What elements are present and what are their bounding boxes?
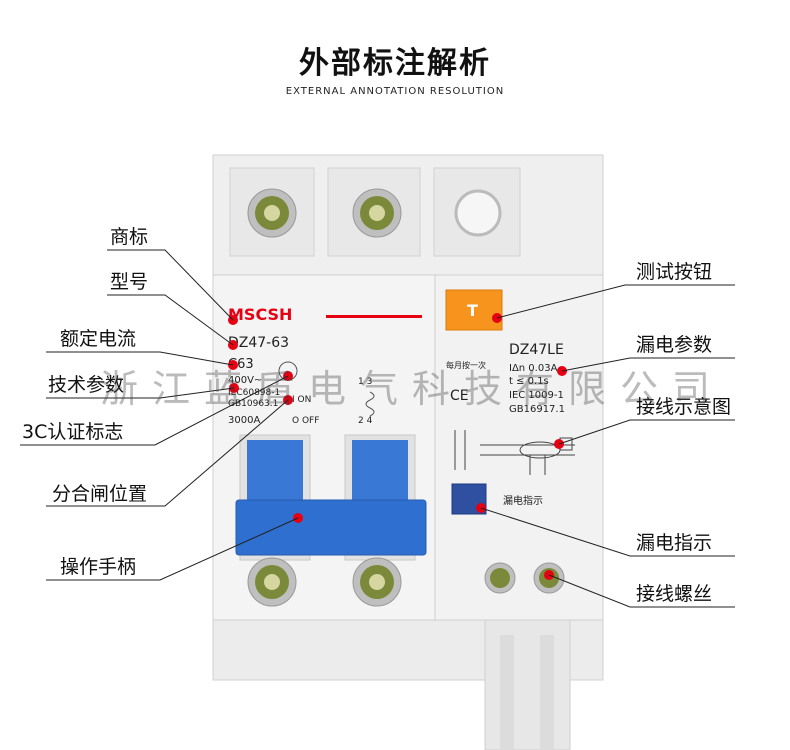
label-tech-params: 技术参数: [48, 374, 125, 396]
rcd-standard-1-text: IEC 1009-1: [509, 390, 564, 401]
rcd-model-text: DZ47LE: [509, 342, 564, 358]
label-test-button: 测试按钮: [636, 261, 713, 283]
rcd-time-text: t ≤ 0.1s: [509, 376, 549, 387]
terminal-screw-top-1: [247, 188, 297, 238]
label-switch-position: 分合闸位置: [52, 483, 148, 505]
off-text: O OFF: [292, 416, 319, 426]
terminal-screw-top-2: [352, 188, 402, 238]
test-button-label: T: [467, 301, 478, 320]
voltage-text: 400V~: [228, 375, 262, 386]
operating-handle[interactable]: [235, 499, 427, 556]
page-title: 外部标注解析: [299, 46, 491, 81]
wiring-diagram: [454, 430, 575, 475]
label-wiring-diagram: 接线示意图: [636, 396, 732, 418]
label-leakage-params: 漏电参数: [636, 334, 713, 356]
label-leakage-indicator: 漏电指示: [636, 532, 713, 554]
page-subtitle: EXTERNAL ANNOTATION RESOLUTION: [285, 86, 505, 97]
terminals-bottom-text: 2 4: [358, 416, 373, 426]
terminal-screw-bottom-3: [484, 562, 516, 594]
indicator-text: 漏电指示: [503, 494, 543, 507]
label-terminal-screw: 接线螺丝: [636, 583, 713, 605]
label-3c-cert: 3C认证标志: [22, 421, 124, 443]
label-model: 型号: [110, 271, 149, 293]
label-trademark: 商标: [110, 226, 149, 248]
label-handle: 操作手柄: [60, 556, 137, 578]
standard-2-text: GB10963.1: [228, 399, 278, 409]
model-text: DZ47-63: [228, 335, 289, 351]
terminal-screw-bottom-2: [352, 557, 402, 607]
monthly-test-text: 每月按一次: [446, 360, 486, 370]
rcd-standard-2-text: GB16917.1: [509, 404, 565, 415]
terminals-top-text: 1 3: [358, 377, 372, 387]
standard-1-text: IEC60898-1: [228, 388, 280, 398]
terminal-hole-top-3: [454, 189, 502, 237]
breaking-capacity-text: 3000A: [228, 415, 260, 426]
on-text: I ON: [292, 395, 311, 405]
ce-mark: CE: [450, 388, 469, 404]
brand-logo: MSCSH: [228, 305, 292, 324]
terminal-screw-bottom-1: [247, 557, 297, 607]
rcd-current-text: IΔn 0.03A: [509, 363, 558, 374]
label-rated-current: 额定电流: [60, 328, 137, 350]
test-button[interactable]: [445, 289, 503, 331]
